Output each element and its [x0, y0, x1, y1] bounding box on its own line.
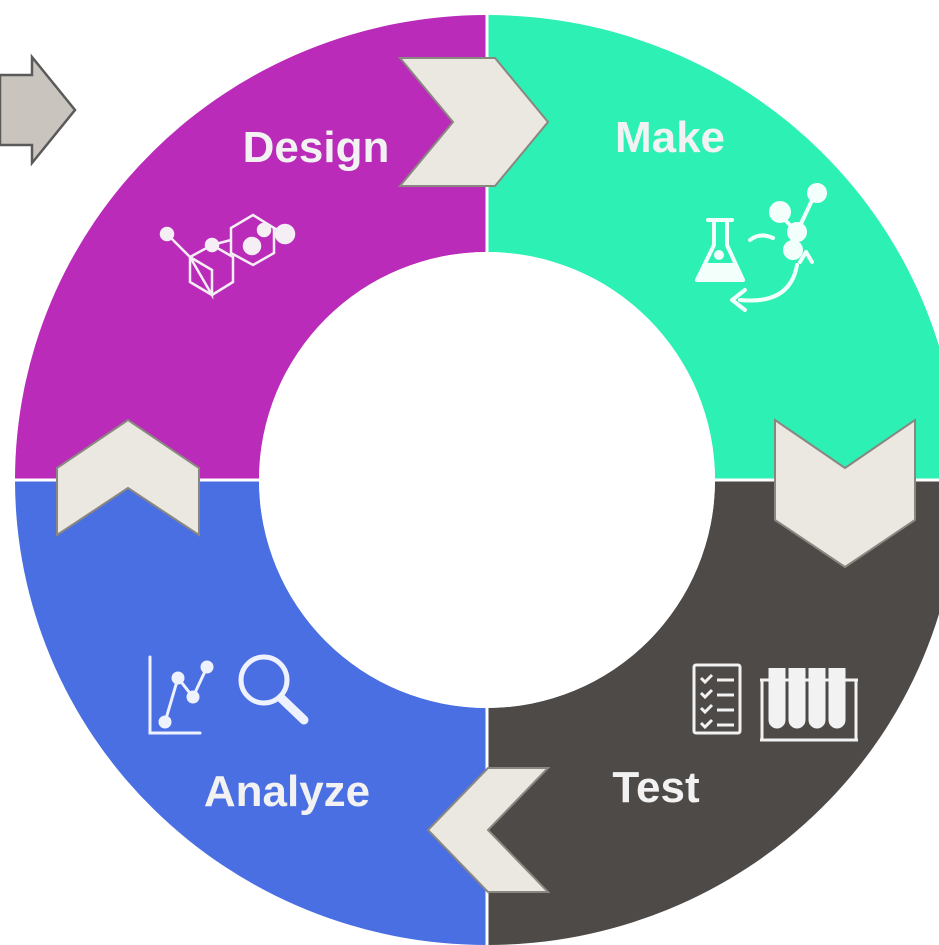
analyze-segment [15, 480, 487, 945]
test-label: Test [612, 763, 700, 812]
flask-synthesis-icon [695, 183, 827, 312]
make-label: Make [615, 113, 725, 162]
center-hole [259, 252, 715, 708]
chevron-left-icon [426, 767, 551, 893]
design-label: Design [243, 123, 390, 172]
chevron-down-icon [774, 418, 916, 569]
chevron-up-icon [56, 418, 200, 537]
chart-magnifier-icon [148, 654, 309, 735]
molecule-hexagon-icon [159, 213, 296, 300]
checklist-testtubes-icon [692, 663, 858, 742]
analyze-label: Analyze [204, 767, 370, 816]
right-arrow-icon [0, 53, 77, 167]
test-segment [487, 480, 939, 945]
chevron-right-icon [397, 57, 550, 187]
